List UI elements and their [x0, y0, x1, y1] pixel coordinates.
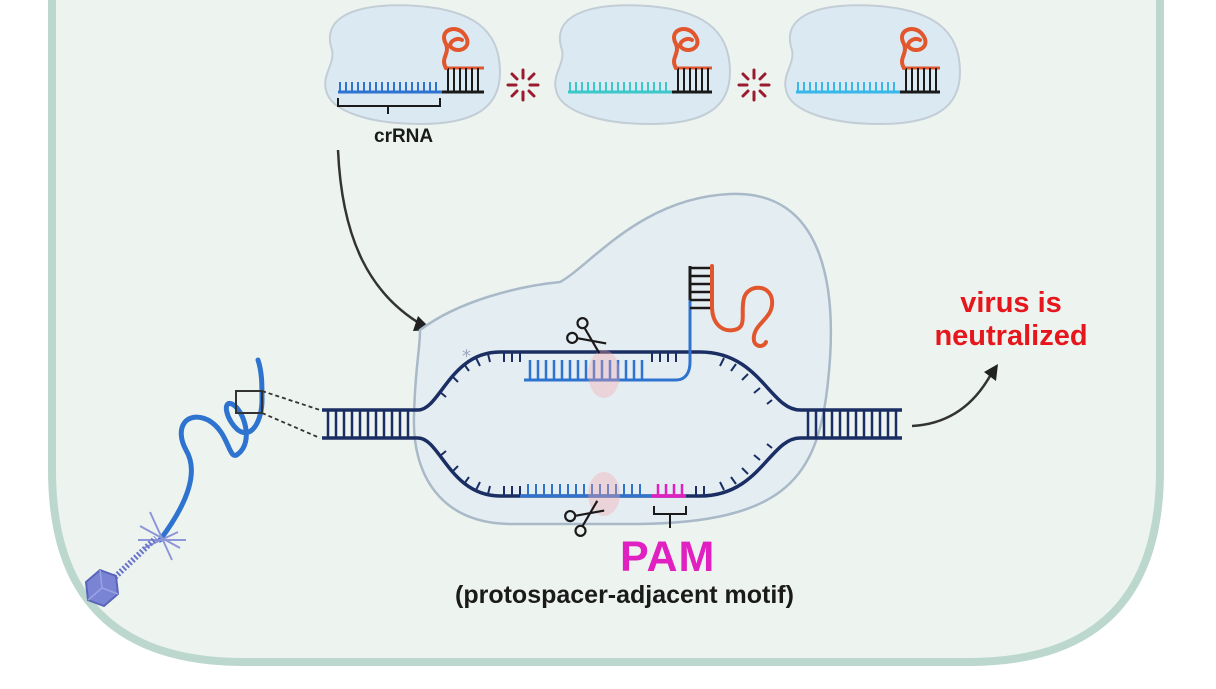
pam-label: PAM	[620, 533, 716, 581]
guide-rna-hybrid	[524, 264, 775, 382]
pam-full-name-label: (protospacer-adjacent motif)	[455, 581, 794, 609]
virus-neutralized-label: virus is neutralized	[905, 287, 1117, 353]
result-arrow	[911, 364, 998, 428]
scissors-icon	[566, 317, 607, 354]
asterisk-mark: *	[462, 346, 471, 367]
target-dna	[322, 350, 902, 498]
zoom-indicator	[235, 390, 321, 439]
crrna-complex-1	[324, 4, 502, 126]
virus-label-line2: neutralized	[934, 320, 1088, 352]
crrna-complex-2	[554, 4, 732, 126]
cleavage-star-icon	[506, 68, 540, 102]
pam-site	[520, 484, 687, 528]
cas-complex	[412, 192, 832, 526]
scissors-icon	[564, 500, 605, 537]
cleavage-star-icon	[737, 68, 771, 102]
crrna-complex-3	[784, 4, 962, 126]
virus-label-line1: virus is	[960, 287, 1062, 319]
crrna-label: crRNA	[374, 126, 434, 147]
